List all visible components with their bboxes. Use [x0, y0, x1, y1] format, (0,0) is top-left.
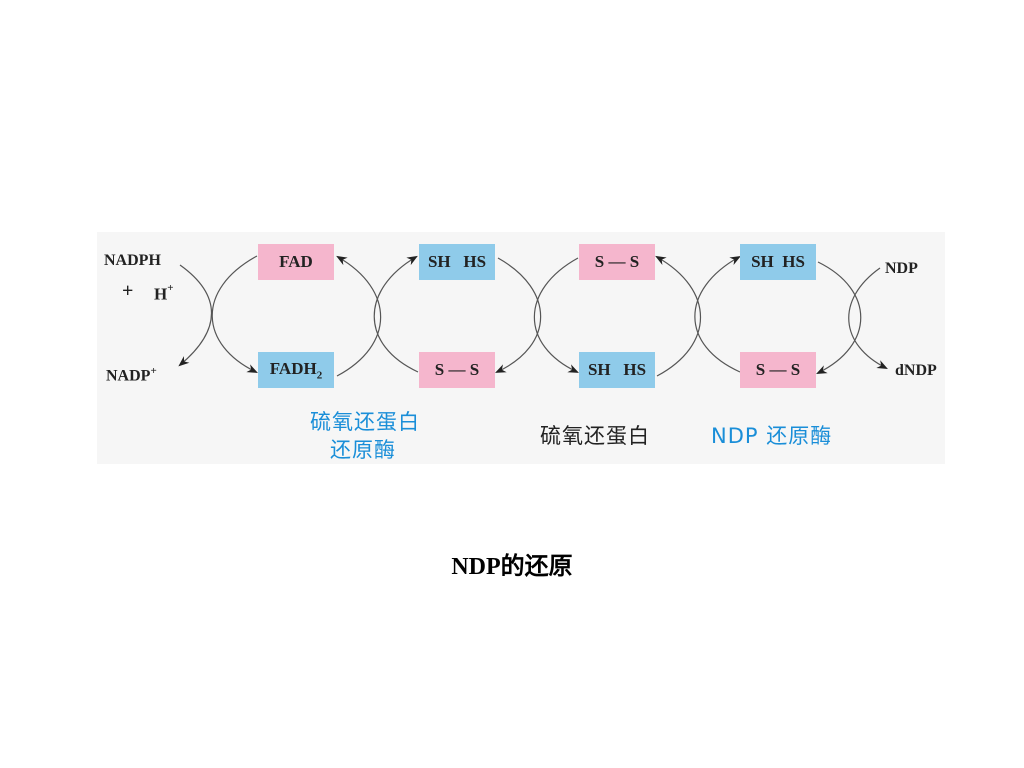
trx-oxidized-label: S — S: [594, 252, 640, 271]
ndp-label: NDP: [885, 260, 918, 277]
box-trx-reduced: SH HS: [579, 352, 655, 388]
rnr-reduced-label: SH HS: [751, 252, 805, 271]
box-trx-oxidized: S — S: [579, 244, 655, 280]
box-fad: FAD: [258, 244, 334, 280]
fadh2-label: FADH2: [269, 358, 323, 382]
nadph-label: NADPH: [104, 252, 161, 269]
box-rnr-reduced: SH HS: [740, 244, 816, 280]
rnr-oxidized-label: S — S: [755, 360, 801, 379]
enzyme-trx: 硫氧还蛋白: [540, 424, 650, 448]
trx-reduced-label: SH HS: [587, 360, 647, 379]
enzyme-rnr: NDP 还原酶: [711, 424, 833, 448]
box-fadh2: FADH2: [258, 352, 334, 388]
box-rnr-oxidized: S — S: [740, 352, 816, 388]
nadp-label: NADP+: [106, 365, 157, 385]
proton-label: H+: [154, 282, 174, 304]
dndp-label: dNDP: [895, 362, 937, 379]
fad-label: FAD: [279, 252, 313, 271]
enzyme-trxr-line1: 硫氧还蛋白: [310, 410, 420, 434]
box-trxr-reduced: SH HS: [419, 244, 495, 280]
trxr-oxidized-label: S — S: [434, 360, 480, 379]
trxr-reduced-label: SH HS: [427, 252, 487, 271]
box-trxr-oxidized: S — S: [419, 352, 495, 388]
plus-sign: +: [122, 280, 134, 302]
enzyme-trxr-line2: 还原酶: [330, 438, 396, 462]
slide-caption: NDP的还原: [451, 554, 573, 580]
